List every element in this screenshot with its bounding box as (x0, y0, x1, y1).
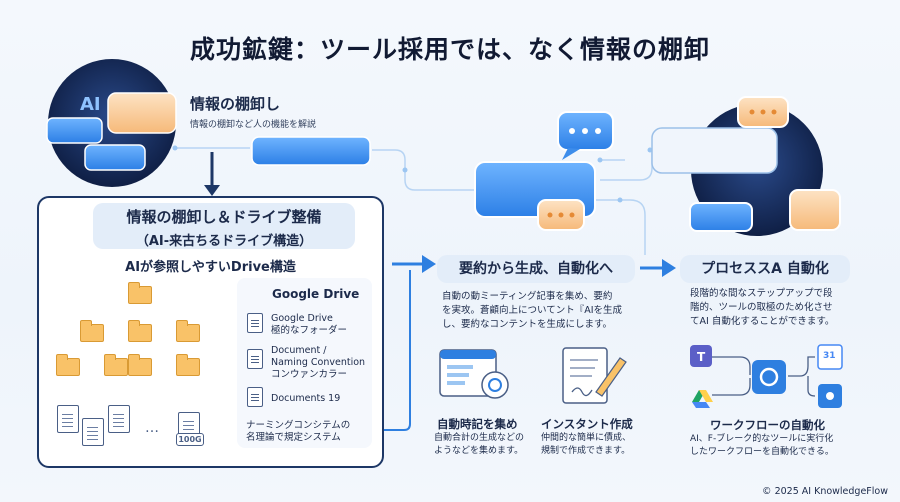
file-size-tag: 100G (176, 433, 204, 446)
folder-icon (79, 320, 104, 342)
drive-item: Documents 19 (271, 393, 341, 404)
workflow-title: ワークフローの自動化 (710, 418, 825, 432)
drive-item: Document / Naming Convention コンウァンカラー (271, 345, 366, 380)
file-icon (108, 405, 130, 433)
inventory-heading: 情報の棚卸し (190, 95, 281, 113)
feature-instant-title: インスタント作成 (541, 417, 633, 431)
file-icon (57, 405, 79, 433)
folder-icon (55, 354, 80, 376)
summary-to-automation-heading: 要約から生成、自動化へ (437, 255, 635, 283)
folder-icon (103, 354, 128, 376)
drive-setup-title-line2: （AI-来古ちるドライブ構造） (135, 234, 313, 249)
folder-icon (175, 354, 200, 376)
document-icon (247, 349, 263, 369)
feature-instant-description: 仲間的な簡単に債成、 規制で作成できます。 (541, 433, 632, 456)
folder-icon (127, 320, 152, 342)
copyright: © 2025 AI KnowledgeFlow (762, 486, 888, 497)
process-automation-heading: プロセススA 自動化 (680, 255, 850, 283)
screen-gear-illustration (439, 349, 509, 399)
folder-icon (127, 354, 152, 376)
google-drive-title: Google Drive (272, 287, 360, 301)
file-icon (82, 418, 104, 446)
calendar-icon: 31 (823, 351, 836, 361)
folder-icon (127, 282, 152, 304)
page-title: 成功鉱鍵：ツール採用では、なく情報の棚卸 (189, 35, 710, 64)
document-icon (247, 313, 263, 333)
drive-item: ナーミングコンシテムの 名理論で規定システム (246, 420, 351, 443)
feature-collect-title: 自動時記を集め (437, 417, 518, 431)
svg-text:AI: AI (80, 94, 101, 115)
process-description: 段階的な間なステップアップで段 階的、ツールの取極のため化させ てAI 自動化す… (690, 288, 835, 327)
drive-setup-title: 情報の棚卸し＆ドライブ整備 （AI-来古ちるドライブ構造） (93, 203, 355, 249)
drive-item: Google Drive 極的なフォーダー (271, 313, 348, 336)
workflow-diagram: T (690, 344, 843, 408)
svg-text:T: T (697, 350, 706, 364)
drive-setup-title-line1: 情報の棚卸し＆ドライブ整備 (126, 208, 322, 226)
folder-icon (175, 320, 200, 342)
document-pen-illustration (562, 347, 627, 404)
feature-collect-description: 自動合計の生成などの ようなどを集めます。 (434, 433, 525, 456)
inventory-subtitle: 情報の棚卸など人の機能を解説 (190, 120, 317, 130)
summary-description: 自動の動ミーティング記事を集め、要約 を実攻。蒼顧向上についてント『AIを生成 … (442, 291, 623, 330)
workflow-description: AI、F-ブレーク的なツールに実行化 したワークフローを自動化できる。 (690, 434, 834, 457)
drive-structure-heading: AIが参照しやすいDrive構造 (125, 260, 296, 275)
document-icon (247, 387, 263, 407)
ellipsis: … (145, 420, 159, 436)
